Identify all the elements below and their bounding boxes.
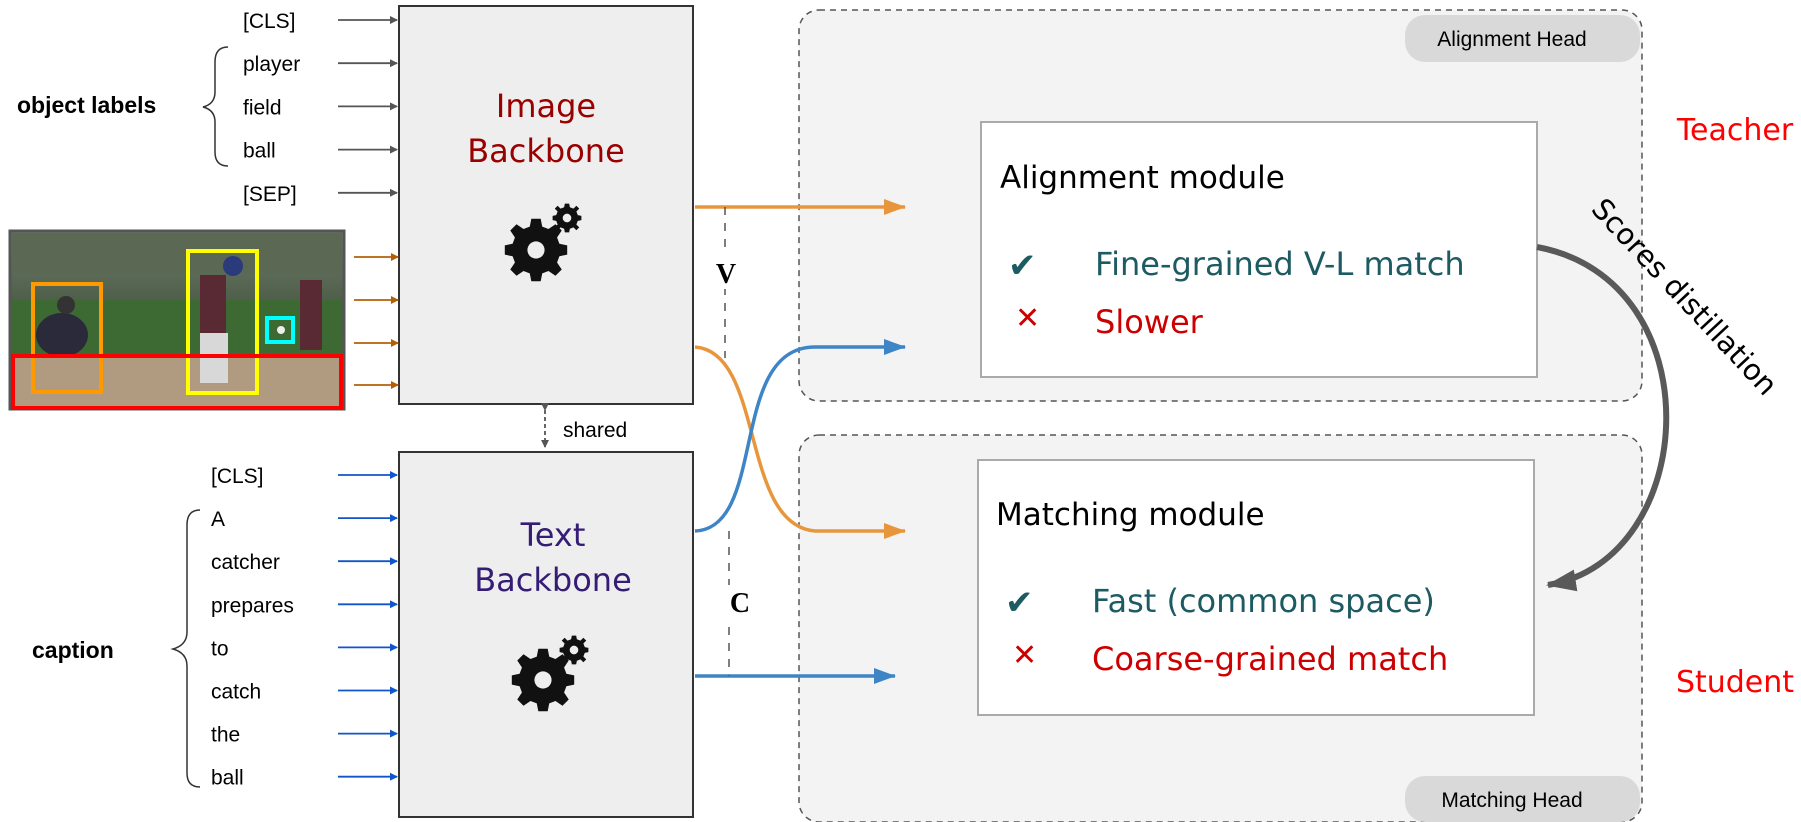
object-token-label: [CLS] — [243, 10, 296, 33]
c-label: C — [730, 588, 750, 619]
region-feature-arrows — [354, 253, 399, 389]
object-token-label: player — [243, 53, 300, 76]
matching-head-tag — [1405, 776, 1640, 822]
alignment-con-cross-icon: ✕ — [1015, 301, 1040, 336]
matching-module-box — [977, 459, 1535, 716]
caption-token-label: to — [211, 637, 229, 660]
detection-box-cyan — [265, 316, 295, 344]
image-backbone-label-line1: Image — [496, 87, 596, 125]
baseball-photo — [8, 229, 346, 411]
caption-token-label: A — [211, 508, 225, 531]
image-backbone-label-line2: Backbone — [467, 132, 625, 170]
detection-box-orange — [31, 282, 103, 394]
alignment-pro-text: Fine-grained V-L match — [1095, 245, 1465, 283]
matching-con-text: Coarse-grained match — [1092, 640, 1448, 678]
object-token-label: [SEP] — [243, 183, 297, 206]
text-backbone-label-line1: Text — [520, 516, 586, 554]
caption-token-label: catcher — [211, 551, 280, 574]
caption-token-label: prepares — [211, 594, 294, 617]
caption-token-label: catch — [211, 681, 261, 704]
v-label: V — [716, 259, 736, 290]
object-labels-brace — [202, 46, 229, 167]
caption-brace — [170, 509, 201, 788]
c-flow-to-alignment — [694, 339, 906, 533]
object-token-label: ball — [243, 140, 276, 163]
alignment-head-tag-label: Alignment Head — [1437, 28, 1586, 51]
matching-pro-text: Fast (common space) — [1092, 582, 1435, 620]
alignment-pro-check-icon: ✔ — [1008, 246, 1037, 286]
v-flow-to-matching — [694, 345, 906, 539]
detection-box-red — [11, 354, 343, 410]
scores-distillation-arrow — [1536, 244, 1670, 592]
text-backbone-box — [398, 451, 694, 818]
shared-label: shared — [563, 419, 627, 442]
caption-token-label: ball — [211, 767, 244, 790]
student-label: Student — [1676, 665, 1794, 700]
teacher-label: Teacher — [1676, 113, 1794, 148]
object-token-list: [CLS] player field ball [SEP] — [243, 10, 398, 206]
matching-pro-check-icon: ✔ — [1005, 583, 1034, 623]
image-backbone-box — [398, 5, 694, 405]
caption-token-label: [CLS] — [211, 465, 264, 488]
matching-con-cross-icon: ✕ — [1012, 638, 1037, 673]
matching-head-tag-label: Matching Head — [1441, 789, 1582, 812]
alignment-con-text: Slower — [1095, 303, 1204, 341]
caption-title: caption — [32, 637, 114, 663]
caption-token-label: the — [211, 724, 240, 747]
matching-module-title: Matching module — [996, 497, 1265, 533]
alignment-head-tag — [1405, 15, 1640, 62]
alignment-module-box — [980, 121, 1538, 378]
alignment-module-title: Alignment module — [1000, 160, 1285, 196]
detection-box-yellow — [186, 249, 259, 395]
object-token-label: field — [243, 96, 282, 119]
text-backbone-label-line2: Backbone — [474, 561, 632, 599]
object-labels-title: object labels — [17, 92, 156, 118]
